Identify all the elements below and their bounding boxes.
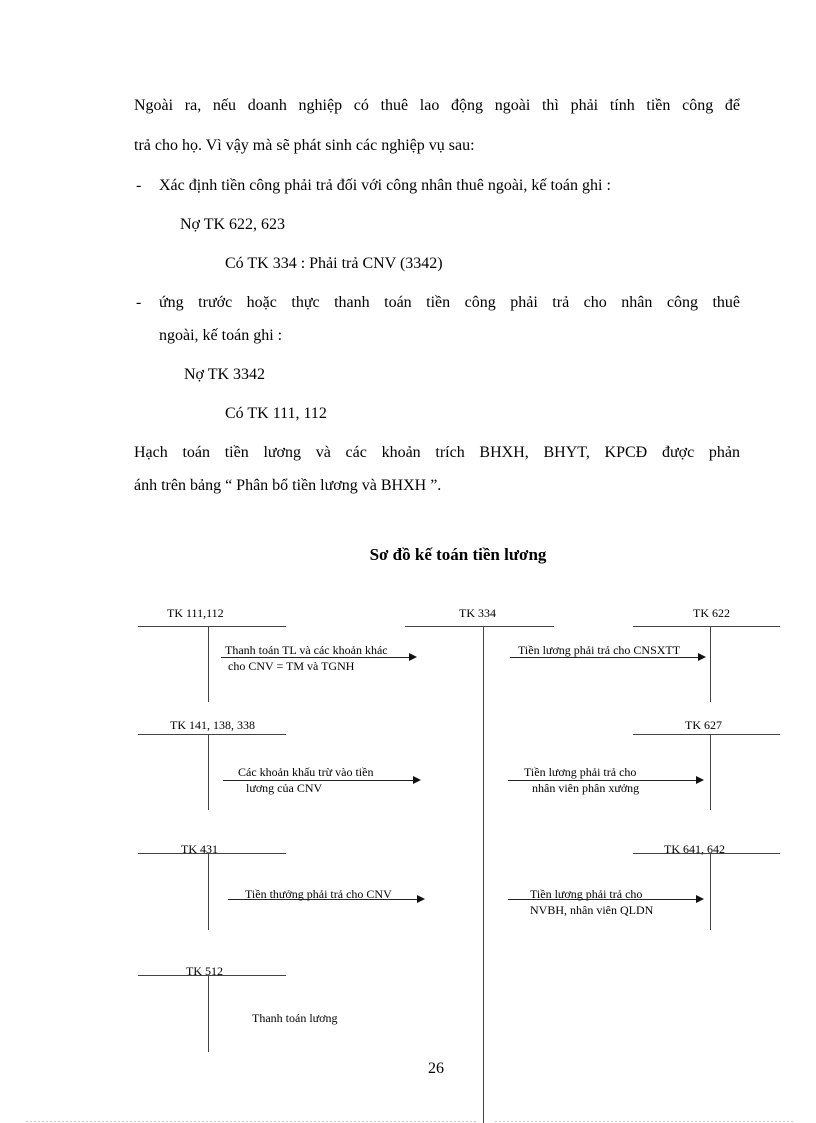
page-boundary-left bbox=[26, 1121, 478, 1122]
flow-label-tien-thuong: Tiền thưởng phải trả cho CNV bbox=[245, 887, 392, 901]
t-account-top-tk334 bbox=[405, 626, 554, 627]
flow-label-nvbh-2: NVBH, nhân viên QLDN bbox=[530, 903, 654, 917]
flow-label-cnsxtt: Tiền lương phải trả cho CNSXTT bbox=[518, 643, 681, 657]
flow-label-thanh-toan-tl-2: cho CNV = TM và TGNH bbox=[228, 659, 355, 673]
t-account-top-tk641 bbox=[633, 853, 780, 854]
account-label-tk641: TK 641, 642 bbox=[664, 842, 725, 856]
paragraph-intro-line1: Ngoài ra, nếu doanh nghiệp có thuê lao đ… bbox=[134, 97, 740, 114]
paragraph-hach-toan-line2: ánh trên bảng “ Phân bổ tiền lương và BH… bbox=[134, 477, 442, 494]
paragraph-hach-toan-line1: Hạch toán tiền lương và các khoản trích … bbox=[134, 444, 740, 461]
arrow-tk334-to-tk627 bbox=[508, 776, 704, 784]
arrow-tk334-to-tk622 bbox=[510, 653, 706, 661]
t-account-stem-tk641 bbox=[710, 853, 711, 930]
t-account-top-tk622 bbox=[633, 626, 780, 627]
entry-co-tk-334: Có TK 334 : Phải trả CNV (3342) bbox=[225, 255, 443, 272]
arrow-tk334-to-tk641 bbox=[508, 895, 704, 903]
t-account-top-tk512 bbox=[138, 975, 286, 976]
entry-co-tk-111: Có TK 111, 112 bbox=[225, 405, 327, 422]
diagram-title: Sơ đồ kế toán tiền lương bbox=[369, 545, 547, 564]
entry-no-tk-622: Nợ TK 622, 623 bbox=[180, 216, 286, 233]
paragraph-intro-line2: trả cho họ. Vì vậy mà sẽ phát sinh các n… bbox=[134, 137, 475, 154]
bullet-dash: - bbox=[136, 294, 142, 311]
account-label-tk141: TK 141, 138, 338 bbox=[170, 718, 255, 732]
bullet-text-xac-dinh: Xác định tiền công phải trả đối với công… bbox=[159, 177, 611, 194]
t-account-stem-tk627 bbox=[710, 734, 711, 810]
t-account-stem-tk141 bbox=[208, 734, 209, 810]
t-account-stem-tk622 bbox=[710, 626, 711, 702]
page-boundary-right bbox=[495, 1121, 795, 1122]
flow-label-phan-xuong-2: nhân viên phân xưởng bbox=[532, 781, 640, 795]
arrow-tk431-to-tk334 bbox=[228, 895, 425, 903]
bullet-dash: - bbox=[136, 177, 142, 194]
t-account-stem-tk512 bbox=[208, 975, 209, 1052]
t-account-top-tk431 bbox=[138, 853, 286, 854]
flow-label-khau-tru-2: lương của CNV bbox=[246, 781, 323, 795]
t-account-top-tk111 bbox=[138, 626, 286, 627]
flow-label-nvbh-1: Tiền lương phải trả cho bbox=[530, 887, 643, 901]
t-account-stem-tk334 bbox=[483, 626, 484, 1123]
entry-no-tk-3342: Nợ TK 3342 bbox=[184, 366, 266, 383]
page-number: 26 bbox=[428, 1060, 444, 1077]
bullet-text-ung-truoc-line2: ngoài, kế toán ghi : bbox=[159, 327, 283, 344]
account-label-tk622: TK 622 bbox=[693, 606, 730, 620]
flow-label-phan-xuong-1: Tiền lương phải trả cho bbox=[524, 765, 637, 779]
account-label-tk431: TK 431 bbox=[181, 842, 218, 856]
flow-label-thanh-toan-luong: Thanh toán lương bbox=[252, 1011, 338, 1025]
t-account-top-tk627 bbox=[633, 734, 780, 735]
account-label-tk111: TK 111,112 bbox=[167, 606, 224, 620]
account-label-tk334: TK 334 bbox=[459, 606, 496, 620]
bullet-text-ung-truoc-line1: ứng trước hoặc thực thanh toán tiền công… bbox=[159, 294, 740, 311]
account-label-tk627: TK 627 bbox=[685, 718, 722, 732]
flow-label-thanh-toan-tl-1: Thanh toán TL và các khoản khác bbox=[225, 643, 388, 657]
t-account-stem-tk111 bbox=[208, 626, 209, 702]
arrow-tk141-to-tk334 bbox=[223, 776, 421, 784]
arrow-tk111-to-tk334 bbox=[221, 653, 417, 661]
flow-label-khau-tru-1: Các khoản khấu trừ vào tiền bbox=[238, 765, 374, 779]
t-account-top-tk141 bbox=[138, 734, 286, 735]
account-label-tk512: TK 512 bbox=[186, 964, 223, 978]
t-account-stem-tk431 bbox=[208, 853, 209, 930]
